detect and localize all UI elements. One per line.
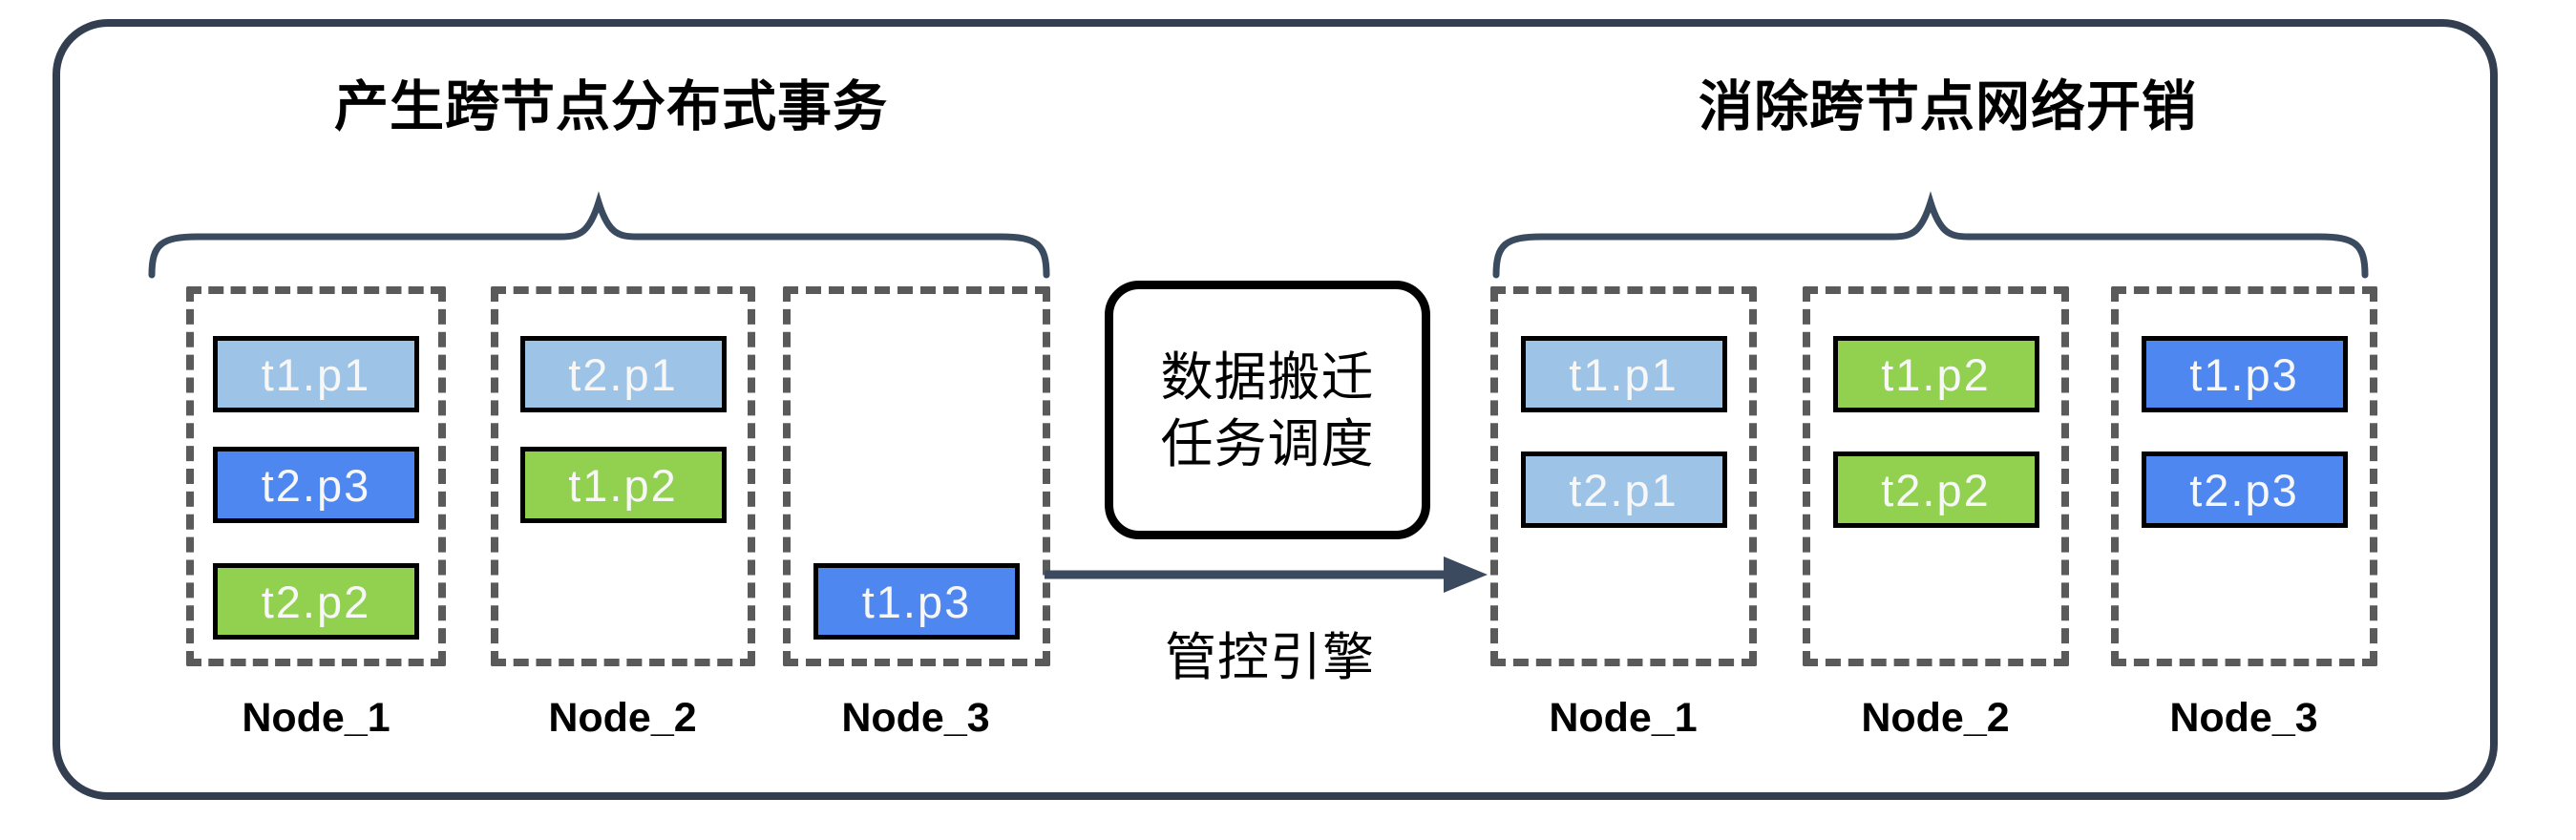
left-brace xyxy=(148,191,1050,279)
partition-chip: t2.p1 xyxy=(1520,452,1727,528)
right-node-1-box: t1.p1 t2.p1 xyxy=(1490,286,1757,666)
partition-chip: t2.p2 xyxy=(1832,452,2039,528)
left-node-1-box: t1.p1 t2.p3 t2.p2 xyxy=(186,286,446,666)
partition-chip: t2.p3 xyxy=(213,447,419,523)
right-node-1-label: Node_1 xyxy=(1549,695,1698,741)
engine-box: 数据搬迁 任务调度 xyxy=(1105,281,1430,539)
right-brace xyxy=(1492,191,2369,279)
partition-chip: t1.p3 xyxy=(813,563,1020,640)
right-node-2-label: Node_2 xyxy=(1861,695,2010,741)
left-node-2-box: t2.p1 t1.p2 xyxy=(491,286,755,666)
partition-chip: t1.p1 xyxy=(213,336,419,412)
right-node-3-box: t1.p3 t2.p3 xyxy=(2111,286,2377,666)
partition-chip: t1.p3 xyxy=(2141,336,2348,412)
engine-box-line-2: 任务调度 xyxy=(1160,413,1375,473)
partition-chip: t1.p2 xyxy=(1832,336,2039,412)
right-section-title: 消除跨节点网络开销 xyxy=(1699,76,2197,137)
right-node-3-label: Node_3 xyxy=(2169,695,2318,741)
partition-chip: t2.p3 xyxy=(2141,452,2348,528)
left-node-3-label: Node_3 xyxy=(841,695,990,741)
engine-caption: 管控引擎 xyxy=(1165,629,1375,686)
right-node-2-box: t1.p2 t2.p2 xyxy=(1803,286,2069,666)
partition-chip: t2.p1 xyxy=(519,336,727,412)
engine-box-line-1: 数据搬迁 xyxy=(1160,346,1375,407)
partition-chip: t2.p2 xyxy=(213,563,419,640)
left-node-1-label: Node_1 xyxy=(242,695,391,741)
partition-chip: t1.p2 xyxy=(519,447,727,523)
left-node-3-box: t1.p3 xyxy=(783,286,1050,666)
left-node-2-label: Node_2 xyxy=(548,695,697,741)
migration-arrow xyxy=(1045,556,1488,593)
partition-chip: t1.p1 xyxy=(1520,336,1727,412)
left-section-title: 产生跨节点分布式事务 xyxy=(334,76,888,137)
outer-frame xyxy=(53,19,2498,800)
